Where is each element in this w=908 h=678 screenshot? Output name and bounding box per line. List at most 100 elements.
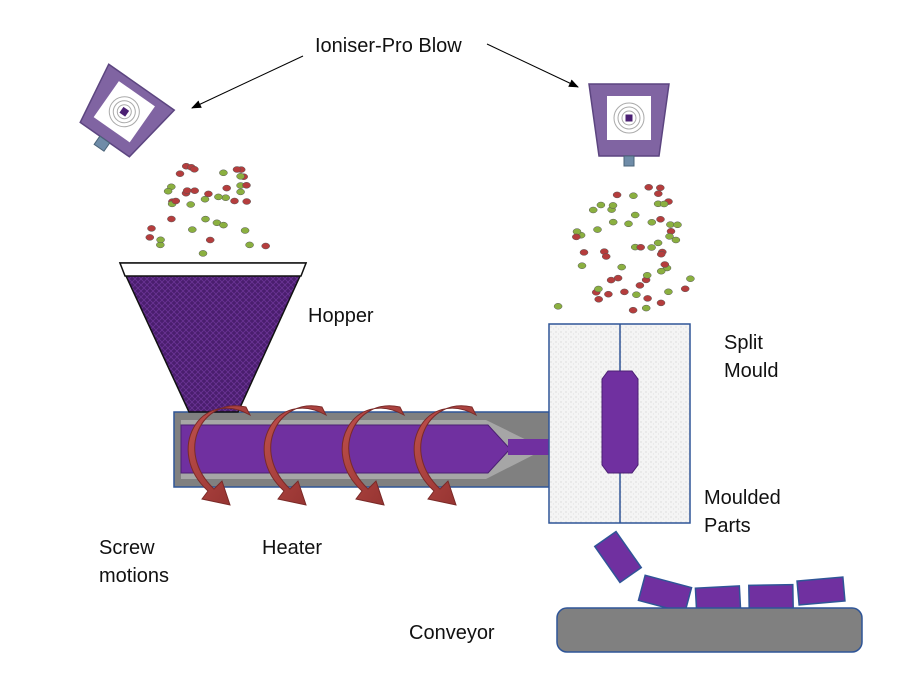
pellet bbox=[219, 169, 228, 177]
pellet bbox=[654, 190, 663, 197]
pellet bbox=[686, 275, 695, 282]
pellet bbox=[579, 249, 589, 256]
pellet bbox=[222, 184, 231, 192]
pellet bbox=[214, 193, 223, 201]
heater-arrow bbox=[413, 405, 478, 506]
screw-motions-label-line1: Screw bbox=[99, 537, 155, 559]
pellet bbox=[145, 234, 155, 241]
pellet bbox=[635, 282, 645, 289]
pellet bbox=[601, 253, 611, 260]
pellet bbox=[630, 211, 640, 219]
pellet bbox=[594, 285, 603, 293]
pellet bbox=[680, 285, 690, 293]
pellet bbox=[606, 276, 616, 284]
pellet bbox=[175, 170, 185, 177]
pellet bbox=[660, 261, 670, 268]
heater-label: Heater bbox=[262, 537, 323, 559]
pellet bbox=[245, 241, 254, 249]
pellet bbox=[186, 201, 195, 208]
moulded-parts bbox=[593, 530, 846, 614]
pellet bbox=[156, 236, 165, 244]
pellet bbox=[588, 206, 598, 214]
pellet bbox=[666, 221, 675, 228]
pellet bbox=[200, 195, 210, 203]
ioniser-nozzle-icon bbox=[613, 102, 645, 134]
pellet bbox=[190, 166, 199, 173]
pellet-cloud-left bbox=[145, 162, 270, 257]
pellet bbox=[232, 166, 242, 173]
moulded-part bbox=[593, 530, 643, 584]
pellet bbox=[612, 191, 622, 199]
pellet bbox=[647, 219, 657, 226]
pellet bbox=[664, 288, 673, 296]
pellet bbox=[628, 306, 638, 314]
pellet bbox=[617, 263, 626, 271]
pellet-cloud-right bbox=[553, 184, 695, 314]
pellet bbox=[620, 288, 629, 296]
pellet bbox=[593, 226, 602, 233]
pellet bbox=[236, 188, 245, 196]
moulded-parts-label-line1: Moulded bbox=[704, 487, 781, 509]
pellet bbox=[201, 215, 210, 223]
ioniser-label: Ioniser-Pro Blow bbox=[315, 35, 462, 57]
pellet bbox=[188, 226, 197, 233]
pellet bbox=[656, 299, 666, 307]
pellet bbox=[221, 194, 230, 201]
ioniser-arrow-right bbox=[486, 43, 579, 88]
pellet bbox=[644, 184, 653, 191]
heater-arrows bbox=[187, 405, 478, 506]
pellet bbox=[261, 242, 270, 250]
mould-cavity-part bbox=[601, 370, 639, 474]
pellet bbox=[163, 187, 173, 195]
pellet bbox=[641, 304, 651, 312]
pellet bbox=[147, 225, 156, 232]
pellet bbox=[190, 187, 199, 194]
pellet bbox=[656, 216, 665, 223]
ioniser-nozzle-icon bbox=[108, 96, 140, 128]
pellet bbox=[230, 197, 239, 205]
heater-arrow bbox=[263, 405, 328, 506]
pellet bbox=[653, 239, 663, 247]
pellet bbox=[665, 233, 674, 240]
pellet bbox=[604, 290, 613, 298]
split-mould bbox=[548, 323, 691, 524]
pellet bbox=[572, 233, 581, 241]
pellet bbox=[656, 250, 666, 258]
moulded-parts-label-line2: Parts bbox=[704, 515, 751, 537]
split-mould-label-line2: Mould bbox=[724, 360, 779, 382]
pellet bbox=[205, 236, 215, 244]
moulded-part bbox=[637, 574, 693, 614]
pellet bbox=[632, 291, 641, 298]
pellet bbox=[171, 197, 181, 205]
hopper bbox=[118, 262, 308, 413]
moulded-part bbox=[748, 583, 794, 611]
pellet bbox=[182, 187, 192, 194]
pellet bbox=[642, 272, 652, 279]
split-mould-label-line1: Split bbox=[724, 332, 763, 354]
pellet bbox=[594, 296, 603, 303]
pellet bbox=[647, 244, 656, 251]
pellet bbox=[629, 192, 638, 199]
pellet bbox=[659, 200, 669, 208]
pellet bbox=[608, 202, 618, 209]
pellet bbox=[242, 198, 251, 205]
conveyor-label: Conveyor bbox=[409, 622, 495, 644]
pellet bbox=[553, 303, 563, 310]
pellet bbox=[608, 218, 618, 226]
hopper-label: Hopper bbox=[308, 305, 374, 327]
conveyor-belt bbox=[556, 607, 863, 653]
pellet bbox=[596, 201, 606, 209]
pellet bbox=[167, 215, 176, 223]
pellet bbox=[577, 262, 587, 269]
pellet bbox=[636, 244, 645, 251]
ioniser-arrow-left bbox=[191, 55, 304, 109]
pellet bbox=[242, 182, 251, 189]
pellet bbox=[656, 184, 665, 192]
ioniser-right bbox=[588, 83, 670, 167]
pellet bbox=[656, 267, 666, 275]
screw-motions-label-line2: motions bbox=[99, 565, 170, 587]
pellet bbox=[624, 220, 633, 228]
heater-arrow bbox=[187, 405, 252, 506]
ioniser-left bbox=[79, 63, 176, 158]
pellet bbox=[673, 221, 682, 229]
